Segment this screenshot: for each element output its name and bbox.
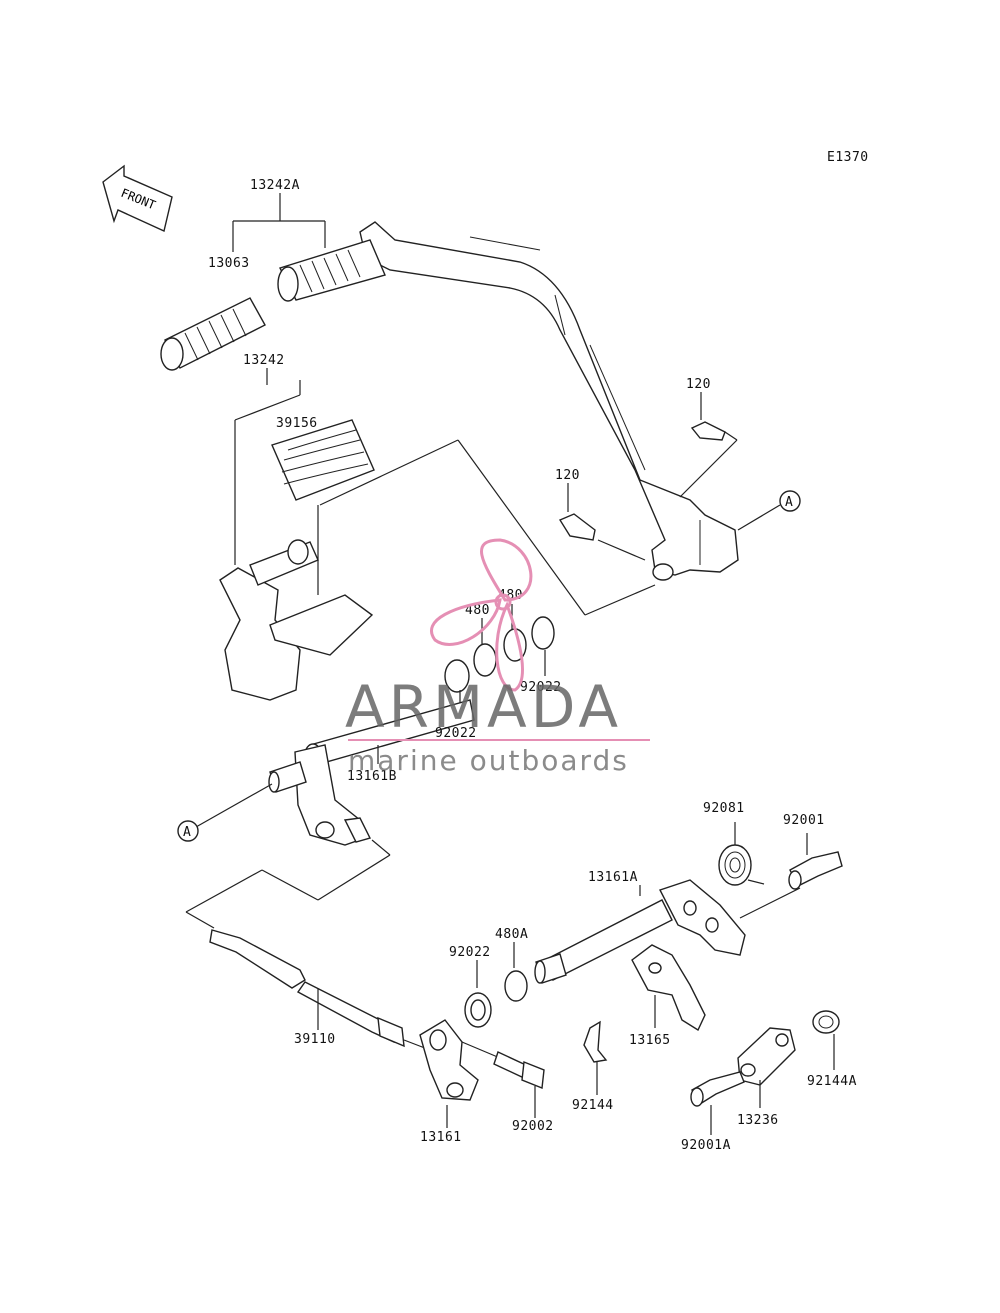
label-92002: 92002 [512,1119,554,1134]
watermark-tagline: marine outboards [348,744,629,777]
foot-peg-rubber-left [160,297,266,371]
front-arrow-icon: FRONT [102,164,173,232]
label-92022-low: 92022 [449,945,491,960]
clip-92144 [583,1020,608,1095]
label-39156: 39156 [276,416,318,431]
bolt-92001 [788,833,843,890]
diagram-code: E1370 [827,150,869,165]
label-13161b: 13161B [347,769,397,784]
label-13242a: 13242A [250,178,300,193]
clip-92144a [812,1010,840,1070]
spring-92081 [718,822,765,886]
label-92001a: 92001A [681,1138,731,1153]
watermark: ARMADA marine outboards [345,538,650,777]
label-120-mid: 120 [555,468,580,483]
arm-13236 [737,1027,796,1108]
bracket-13242 [234,368,301,565]
shift-pedal-lever [359,221,739,581]
label-480-left: 480 [465,603,490,618]
label-13242: 13242 [243,353,285,368]
label-39110: 39110 [294,1032,336,1047]
label-13236: 13236 [737,1113,779,1128]
foot-peg-rubber-13063 [277,239,386,302]
label-92144: 92144 [572,1098,614,1113]
brake-pedal-arm [219,539,374,701]
shift-shaft-13161b [268,699,475,846]
label-92001: 92001 [783,813,825,828]
propeller-logo-icon [430,538,533,692]
bracket-13242a [232,193,326,252]
shift-shaft-13161a [534,879,801,984]
shift-arm-13161 [419,1019,479,1128]
plate-13165 [631,944,706,1032]
label-13063: 13063 [208,256,250,271]
bolt-92001a [690,1071,745,1135]
bolt-92002 [461,1041,545,1118]
pedal-pad-39156 [271,419,375,595]
label-13165: 13165 [629,1033,671,1048]
label-92022-left: 92022 [435,726,477,741]
bolt-120-top [679,392,738,498]
label-92144a: 92144A [807,1074,857,1089]
callout-a-left-label: A [183,825,191,840]
leader-lines-tierod [185,839,391,929]
label-13161a: 13161A [588,870,638,885]
label-13161: 13161 [420,1130,462,1145]
callout-a-top-label: A [785,495,793,510]
bolt-120-mid [558,483,646,561]
label-120-top: 120 [686,377,711,392]
label-480a: 480A [495,927,528,942]
callout-a-top: A [737,490,801,531]
tie-rod-39110 [209,929,431,1051]
callout-a-left: A [177,783,273,842]
label-92081: 92081 [703,801,745,816]
washer-group-lower [464,942,528,1028]
watermark-brand: ARMADA [345,673,622,741]
leader-lines-pedal [319,439,656,616]
label-92022-right: 92022 [520,680,562,695]
